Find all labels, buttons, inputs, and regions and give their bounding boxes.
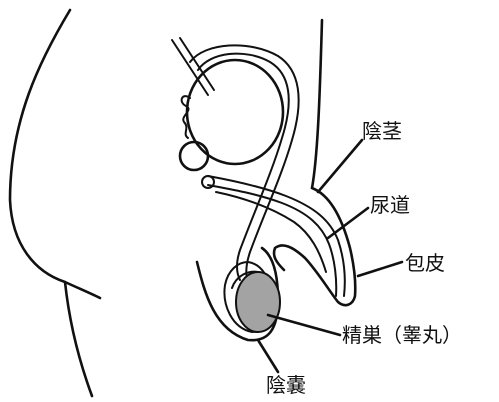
label-penis: 陰茎 [362,119,402,143]
bulbourethral-gland [202,176,214,188]
label-urethra: 尿道 [370,193,410,217]
leader-testis [268,315,340,335]
label-foreskin: 包皮 [405,251,445,275]
ureter [172,40,208,95]
abdomen-outline [312,20,322,188]
buttock-outline [10,10,92,396]
leader-penis [318,140,362,192]
leader-urethra [328,208,368,238]
label-scrotum: 陰嚢 [266,373,306,397]
bladder [187,60,283,164]
label-testis: 精巣（睾丸） [342,323,462,347]
testis [236,272,280,332]
leader-scrotum [258,340,278,372]
leader-foreskin [358,262,402,276]
prostate [180,142,208,170]
buttock-crease [65,282,100,298]
